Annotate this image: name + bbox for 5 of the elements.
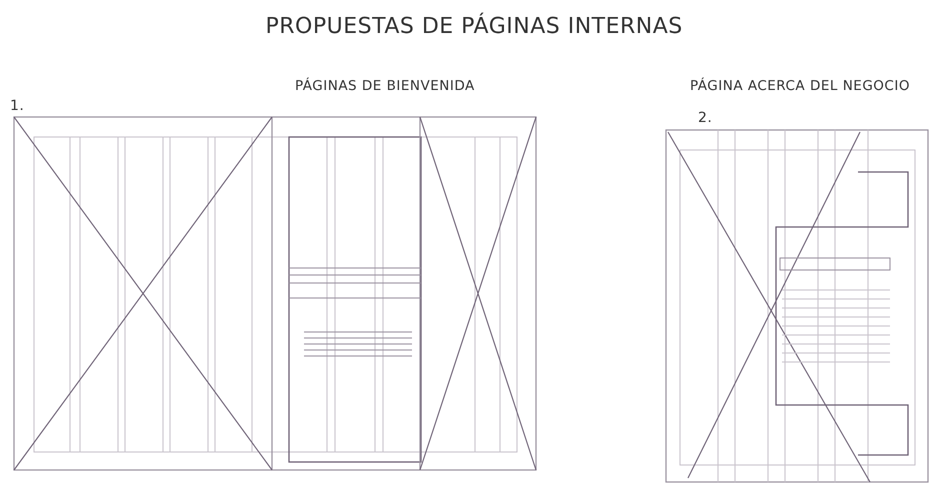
sketch-number: 1. [10, 98, 24, 114]
sketch-number: 2. [698, 110, 712, 126]
page-title: PROPUESTAS DE PÁGINAS INTERNAS [266, 14, 683, 39]
section-heading: PÁGINAS DE BIENVENIDA [295, 78, 475, 94]
section-heading: PÁGINA ACERCA DEL NEGOCIO [690, 78, 910, 94]
